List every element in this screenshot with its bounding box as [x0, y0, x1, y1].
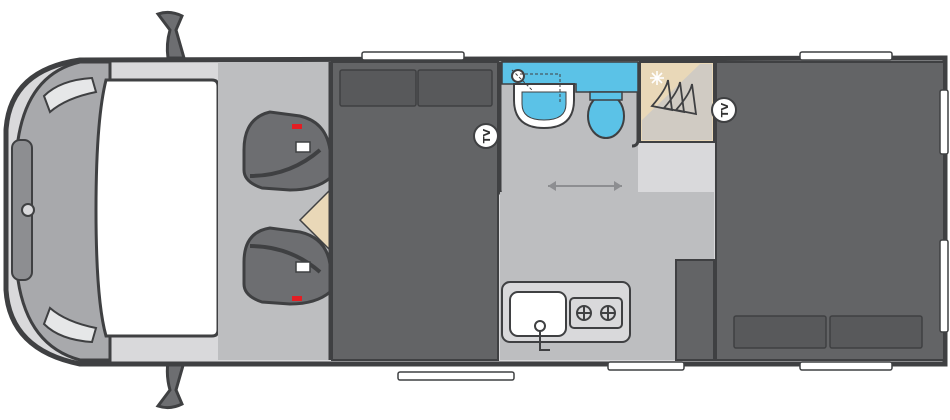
- rear-bed: [715, 61, 945, 361]
- window-bottom-kitchen: [607, 361, 685, 371]
- aisle-floor: [500, 192, 714, 272]
- kitchen-cupboard: [675, 259, 715, 361]
- tv-label-left: TV: [482, 128, 493, 143]
- cab-front: [11, 60, 220, 362]
- water-counter: [501, 61, 639, 93]
- badge: [21, 203, 35, 217]
- window-bottom-door: [397, 371, 515, 381]
- driver-seat: [242, 110, 332, 192]
- headlight-bottom: [42, 306, 98, 344]
- belt-clip-bottom: [292, 296, 302, 301]
- rear-cushion-left: [733, 315, 827, 349]
- mirror-bottom: [155, 360, 186, 410]
- sink-tap-icon: [539, 330, 550, 351]
- hanger-icons: [650, 79, 698, 116]
- fridge-shade: [642, 64, 712, 140]
- belt-buckle-bottom: [295, 261, 311, 273]
- basin-swing-line: [511, 69, 561, 102]
- basin-bowl: [521, 91, 567, 121]
- front-cushion-left: [339, 69, 417, 107]
- windows: [361, 51, 949, 381]
- rear-cushion-right: [829, 315, 923, 349]
- window-rear-top: [939, 89, 949, 155]
- belt-clip-top: [292, 124, 302, 129]
- window-rear-bottom: [939, 239, 949, 333]
- windscreen: [94, 78, 220, 338]
- seat-belt-bottom: [249, 244, 322, 274]
- window-bottom-rear: [799, 361, 893, 371]
- headlight-top: [42, 76, 98, 114]
- window-top-front: [361, 51, 465, 61]
- passenger-seat: [242, 226, 332, 306]
- front-cushion-right: [417, 69, 493, 107]
- mirror-top: [155, 10, 186, 60]
- tv-label-right: TV: [720, 102, 731, 117]
- toilet-cistern: [589, 91, 623, 101]
- belt-buckle-top: [295, 141, 311, 153]
- kitchen-sink: [509, 291, 567, 337]
- window-top-rear: [799, 51, 893, 61]
- mirrors: [155, 10, 186, 410]
- sink-drain-icon: [534, 320, 546, 332]
- snowflake-icon: [650, 71, 664, 85]
- tv-marker-right: TV: [711, 97, 737, 123]
- double-arrow-icon: [548, 181, 622, 191]
- seat-back-bottom: [242, 226, 332, 306]
- burner-icons: [576, 305, 616, 321]
- tv-marker-left: TV: [473, 123, 499, 149]
- seat-belt-top: [249, 148, 322, 178]
